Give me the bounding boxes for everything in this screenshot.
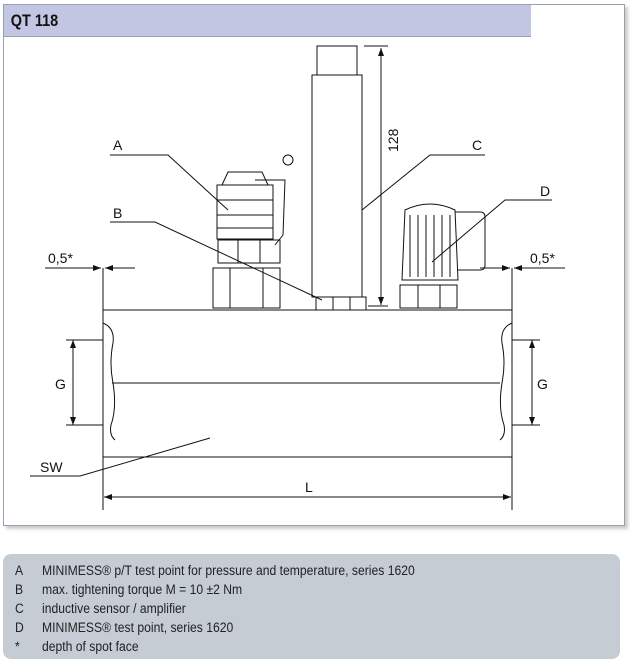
legend-key: D xyxy=(15,620,24,635)
label-l: L xyxy=(305,479,313,495)
inductive-sensor xyxy=(311,45,367,311)
legend-item: D MINIMESS® test point, series 1620 xyxy=(15,620,233,635)
label-g-right: G xyxy=(537,376,548,392)
label-c: C xyxy=(472,137,482,153)
label-spot-right: 0,5* xyxy=(530,250,555,266)
label-height: 128 xyxy=(385,128,401,152)
technical-drawing: A B C D SW G G L 0,5* 0,5* 128 xyxy=(30,45,565,510)
label-d: D xyxy=(540,183,550,199)
label-sw: SW xyxy=(40,459,63,475)
legend-item: * depth of spot face xyxy=(15,639,139,654)
label-spot-left: 0,5* xyxy=(48,250,73,266)
panel-title: QT 118 xyxy=(4,5,531,37)
label-g-left: G xyxy=(55,376,66,392)
pt-test-point xyxy=(212,154,294,309)
legend-text: max. tightening torque M = 10 ±2 Nm xyxy=(42,582,243,597)
legend-key: * xyxy=(15,639,20,654)
legend-key: C xyxy=(15,601,24,616)
label-a: A xyxy=(113,137,123,153)
pipe-body xyxy=(102,268,513,510)
minimess-test-point xyxy=(399,203,486,309)
legend-text: depth of spot face xyxy=(42,639,139,654)
legend-text: inductive sensor / amplifier xyxy=(42,601,186,616)
legend-key: A xyxy=(15,563,24,578)
legend-item: A MINIMESS® p/T test point for pressure a… xyxy=(15,563,415,578)
legend-box: A MINIMESS® p/T test point for pressure a… xyxy=(3,554,620,659)
legend-text: MINIMESS® p/T test point for pressure an… xyxy=(42,563,415,578)
legend-text: MINIMESS® test point, series 1620 xyxy=(42,620,234,635)
label-b: B xyxy=(113,205,122,221)
legend-key: B xyxy=(15,582,24,597)
